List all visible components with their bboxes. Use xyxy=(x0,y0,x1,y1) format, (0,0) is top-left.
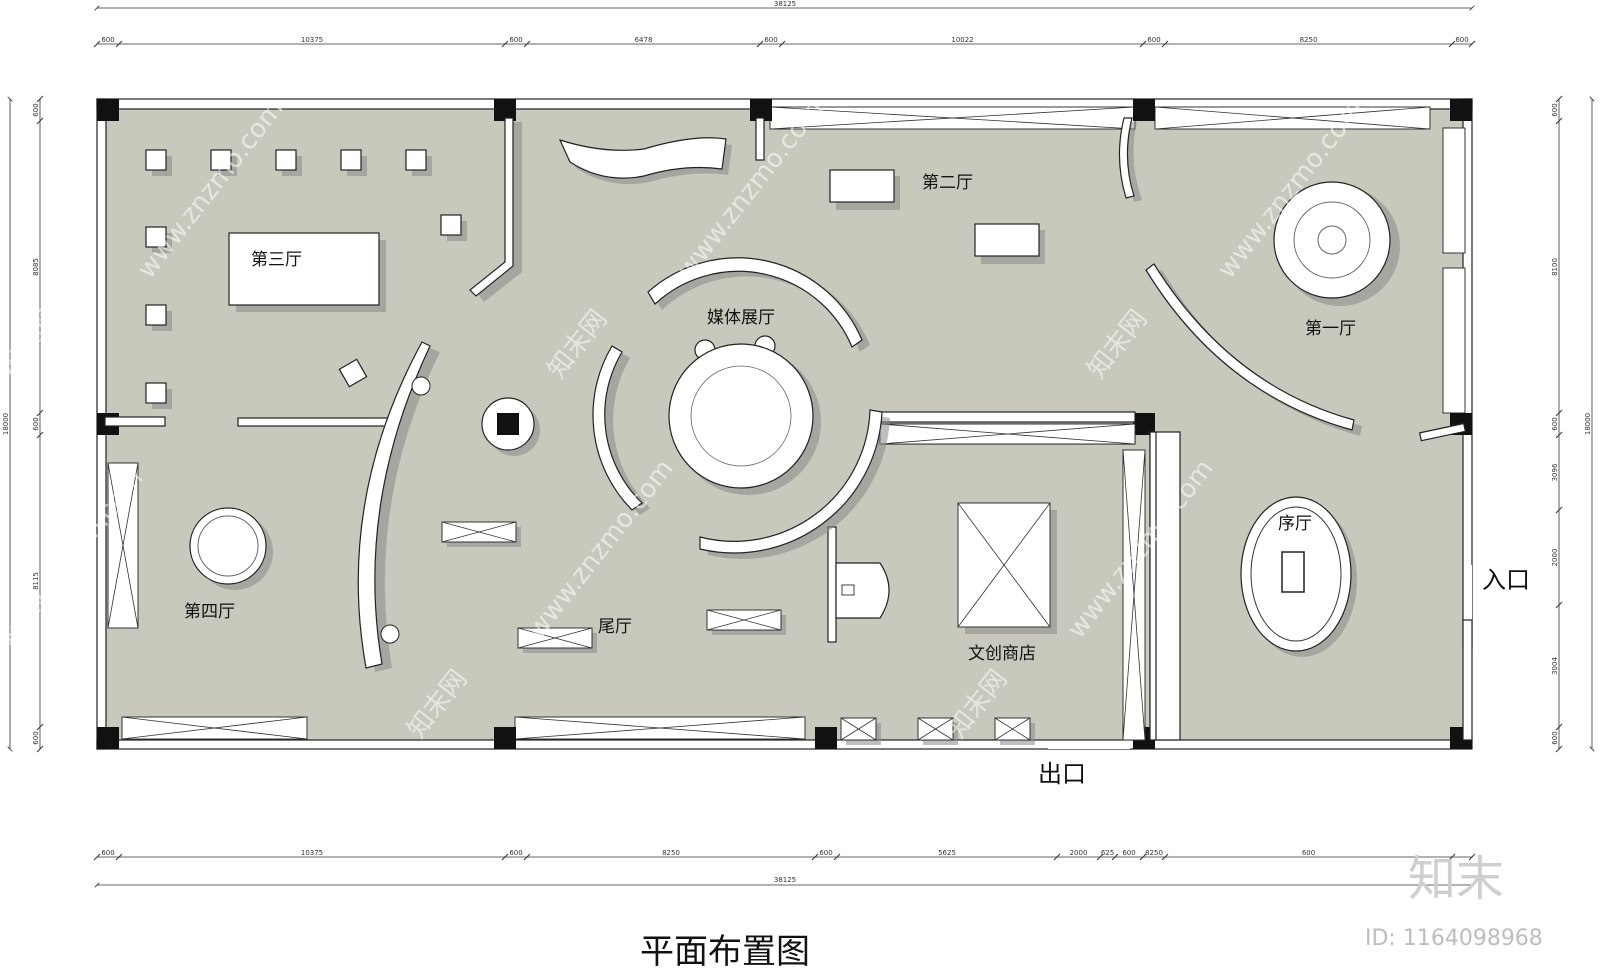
bottom-dimension-3: 8250 xyxy=(662,849,680,857)
hall-4-label: 第四厅 xyxy=(184,602,235,622)
bottom-dimension-8: 600 xyxy=(1122,849,1135,857)
bottom-dimension-0: 600 xyxy=(101,849,114,857)
entrance-label: 入口 xyxy=(1482,566,1530,594)
bottom-dimension-10: 600 xyxy=(1302,849,1315,857)
right-dimension-5: 3004 xyxy=(1551,657,1559,675)
left-dimension-2: 600 xyxy=(32,417,40,430)
plinth-5 xyxy=(440,214,462,236)
bottom-dimension-4: 600 xyxy=(819,849,832,857)
bottom-dimension-1: 10375 xyxy=(301,849,323,857)
bottom-total-dimension: 38125 xyxy=(774,876,796,884)
top-dimension-2: 600 xyxy=(509,36,522,44)
hall-3-label: 第三厅 xyxy=(251,250,302,270)
display-items xyxy=(145,149,1400,745)
plinth-3 xyxy=(340,149,362,171)
brand-logo-watermark: 知末 xyxy=(1408,851,1504,907)
hall-2-label: 第二厅 xyxy=(922,173,973,193)
left-dimensions: 18000 600 8085 600 8115 600 xyxy=(2,95,44,753)
end-hall-label: 尾厅 xyxy=(598,617,632,637)
drawing-title: 平面布置图 xyxy=(640,932,810,972)
exit-gap xyxy=(1048,741,1130,749)
top-total-dimension: 38125 xyxy=(774,0,796,8)
room-labels: 第三厅 第二厅 第一厅 媒体展厅 第四厅 尾厅 文创商店 序厅 入口 出口 xyxy=(184,173,1530,788)
left-dimension-4: 600 xyxy=(32,731,40,744)
top-dimension-7: 8250 xyxy=(1300,36,1318,44)
columns xyxy=(97,99,1472,749)
hall-1-label: 第一厅 xyxy=(1305,319,1356,339)
right-dimension-1: 8100 xyxy=(1551,258,1559,276)
plinth-8 xyxy=(145,382,167,404)
entrance-gap xyxy=(1464,565,1472,625)
svg-text:知末网: 知末网 xyxy=(1472,664,1544,744)
plinth-1 xyxy=(210,149,232,171)
left-dimension-1: 8085 xyxy=(32,258,40,276)
right-total-dimension: 18000 xyxy=(1584,413,1592,435)
right-dimension-6: 600 xyxy=(1551,731,1559,744)
right-dimension-2: 600 xyxy=(1551,417,1559,430)
svg-text:知末网: 知末网 xyxy=(0,304,64,384)
right-dimension-0: 600 xyxy=(1551,103,1559,116)
plinth-6 xyxy=(145,226,167,248)
top-dimension-3: 6478 xyxy=(635,36,653,44)
prelude-hall-label: 序厅 xyxy=(1278,514,1312,534)
plinth-7 xyxy=(145,304,167,326)
bottom-dimension-6: 2000 xyxy=(1070,849,1088,857)
right-dimension-4: 2000 xyxy=(1551,549,1559,567)
top-dimensions: 38125 600 10375 600 6478 600 10022 600 8250 600 xyxy=(93,0,1476,48)
left-dimension-0: 600 xyxy=(32,103,40,116)
bottom-dimension-7: 625 xyxy=(1101,849,1114,857)
plinth-2 xyxy=(275,149,297,171)
top-dimension-5: 10022 xyxy=(951,36,973,44)
interior-walls xyxy=(104,117,1473,741)
exit-label: 出口 xyxy=(1038,760,1086,788)
bottom-dimensions: 38125 600 10375 600 8250 600 5625 2000 625 600 82… xyxy=(93,849,1476,885)
top-dimension-1: 10375 xyxy=(301,36,323,44)
id-watermark: ID: 1164098968 xyxy=(1365,926,1543,951)
curved-partitions xyxy=(357,137,1362,672)
top-dimension-4: 600 xyxy=(764,36,777,44)
top-dimension-6: 600 xyxy=(1147,36,1160,44)
top-dimension-0: 600 xyxy=(101,36,114,44)
plinth-0 xyxy=(145,149,167,171)
top-dimension-8: 600 xyxy=(1455,36,1468,44)
left-total-dimension: 18000 xyxy=(2,413,10,435)
bottom-dimension-9: 8250 xyxy=(1145,849,1163,857)
media-hall-label: 媒体展厅 xyxy=(707,308,775,328)
shop-label: 文创商店 xyxy=(968,644,1036,664)
right-dimensions: 18000 600 8100 600 3096 2000 3004 600 xyxy=(1551,95,1592,753)
plinth-4 xyxy=(405,149,427,171)
bottom-dimension-2: 600 xyxy=(509,849,522,857)
window-strips xyxy=(107,106,1466,740)
bottom-dimension-5: 5625 xyxy=(938,849,956,857)
right-dimension-3: 3096 xyxy=(1551,463,1559,481)
left-dimension-3: 8115 xyxy=(32,572,40,590)
